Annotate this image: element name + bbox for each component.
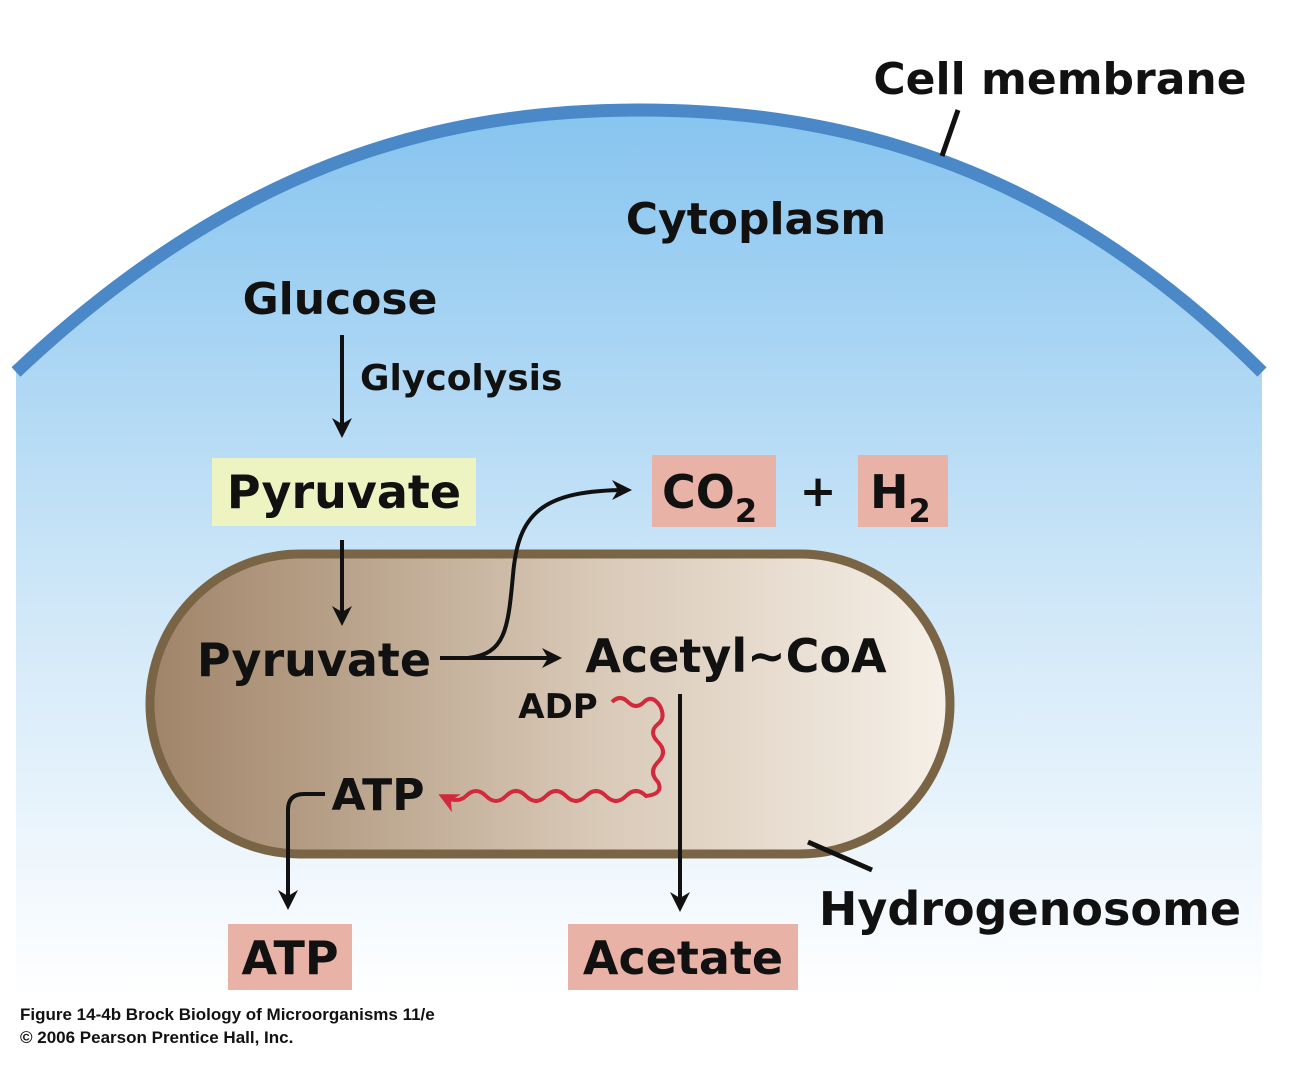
pyruvate-cytoplasm-label: Pyruvate [227, 465, 461, 519]
acetyl-coa-label: Acetyl~CoA [585, 629, 887, 683]
pyruvate-cytoplasm-box [212, 458, 476, 526]
atp-product-box [228, 924, 352, 990]
co2-h2-release-arrow [467, 480, 632, 660]
figure-caption-line2: © 2006 Pearson Prentice Hall, Inc. [20, 1028, 294, 1047]
figure-caption-line1: Figure 14-4b Brock Biology of Microorgan… [20, 1005, 435, 1024]
acetate-product-label: Acetate [583, 931, 783, 985]
acetate-product-box [568, 924, 798, 990]
adp-label: ADP [518, 687, 597, 727]
co2-box [652, 455, 776, 527]
glycolysis-label: Glycolysis [360, 358, 562, 399]
cytoplasm-label: Cytoplasm [626, 194, 887, 245]
glucose-label: Glucose [243, 274, 438, 325]
h2-box [858, 455, 948, 527]
hydrogenosome-label: Hydrogenosome [819, 882, 1241, 936]
cell-membrane-label: Cell membrane [873, 54, 1246, 105]
cell-membrane [11, 103, 1267, 377]
plus-sign: + [800, 466, 837, 517]
atp-organelle-label: ATP [332, 770, 425, 821]
h2-label: H2 [870, 465, 931, 530]
co2-label: CO2 [662, 465, 757, 530]
atp-product-label: ATP [241, 931, 338, 985]
cell-membrane-leader [939, 109, 961, 157]
hydrogenosome-leader [806, 839, 874, 873]
hydrogenosome-organelle [145, 549, 955, 859]
pyruvate-organelle-label: Pyruvate [197, 633, 431, 687]
co2-subscript: 2 [735, 492, 757, 530]
h2-base: H [870, 465, 909, 519]
atp-export-arrow [278, 792, 325, 910]
atp-synthesis-squiggle-arrow [438, 696, 665, 813]
co2-base: CO [662, 465, 735, 519]
h2-subscript: 2 [909, 492, 931, 530]
